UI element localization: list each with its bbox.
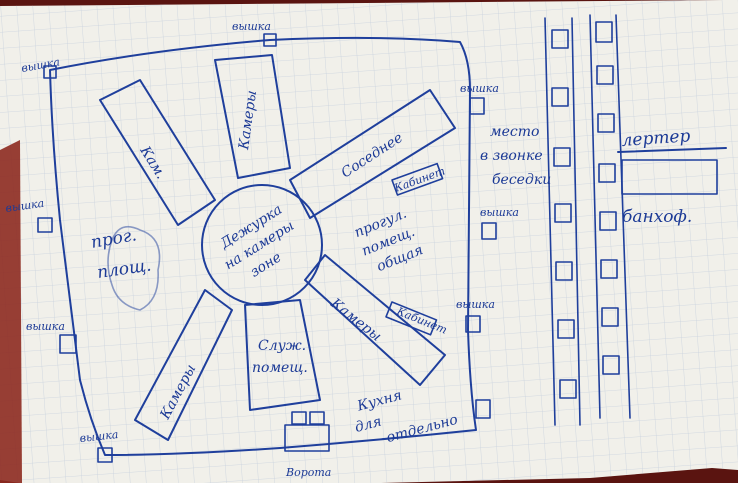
tower-top-label: вышка [232, 20, 271, 33]
tower-left-upper [37, 217, 53, 233]
tower-top-left [43, 65, 57, 79]
gate-post-right [309, 411, 325, 425]
outside-line1: лертер [621, 126, 691, 151]
right-note-line2: в звонке [480, 148, 543, 164]
tower-left-lower [59, 334, 77, 354]
tower-right-top-label: вышка [460, 82, 499, 95]
tower-top [263, 33, 277, 47]
wing-bottom-label: Служ. [258, 338, 306, 354]
tower-left-upper-label: вышка [5, 197, 45, 215]
tower-bottom-left-label: вышка [79, 428, 119, 445]
tower-right-top [469, 97, 485, 115]
column-left [544, 17, 581, 426]
wing-bottom: Служ. помещ. [244, 299, 321, 411]
right-note-line1: место [490, 124, 539, 140]
center-hub [201, 184, 323, 306]
tower-left-lower-label: вышка [26, 320, 65, 333]
tower-right-low-label: вышка [456, 298, 495, 311]
outer-wall [49, 36, 477, 456]
tower-right-low [465, 315, 481, 333]
gate-label: Ворота [285, 466, 331, 479]
small-box-lower [385, 301, 438, 336]
tower-right-mid [481, 222, 497, 240]
station-building [621, 159, 718, 195]
right-note-line3: беседки [492, 172, 551, 188]
small-box-upper [391, 162, 444, 196]
tower-bottom-right [475, 399, 491, 419]
wing-bottom-sub: помещ. [252, 360, 308, 376]
left-edge-shadow [0, 140, 22, 483]
column-right [589, 14, 631, 419]
gate-post-left [291, 411, 307, 425]
tower-bottom-left [97, 447, 113, 463]
gate-note-line2: для [353, 413, 383, 435]
gate-box [284, 424, 330, 452]
station-underline [617, 147, 727, 153]
tower-right-mid-label: вышка [480, 206, 519, 219]
outside-line2: банхоф. [622, 207, 692, 227]
